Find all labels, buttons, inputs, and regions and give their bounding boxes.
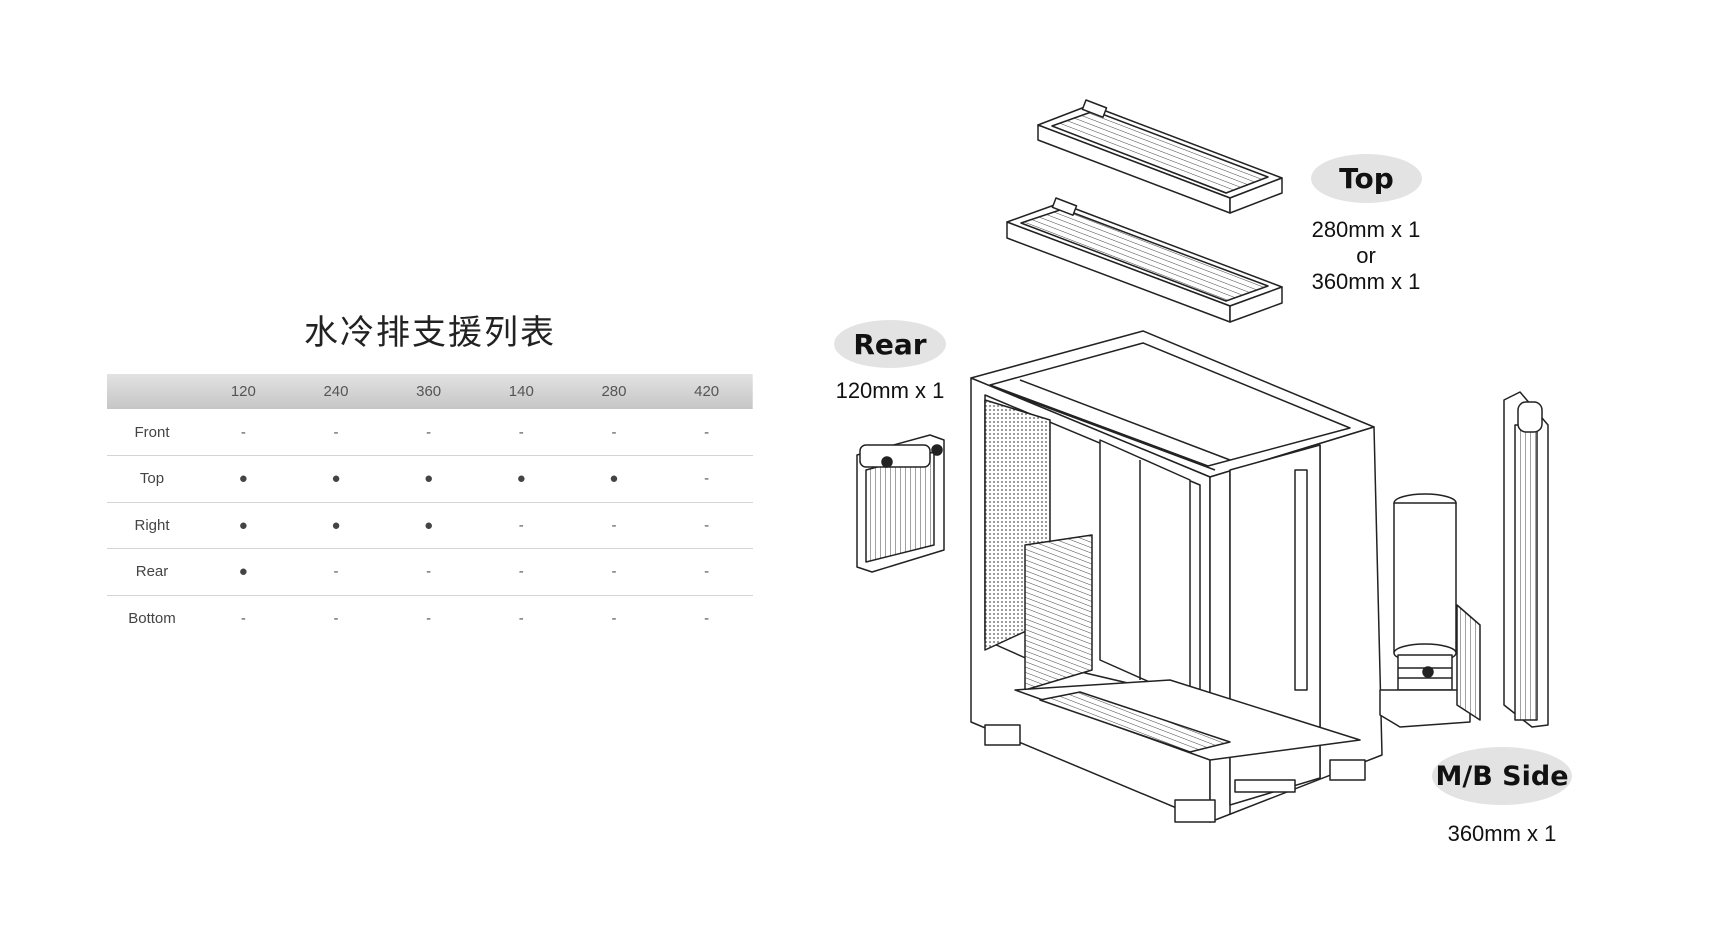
top-label-badge: Top (1311, 154, 1422, 203)
pc-case (970, 330, 1383, 823)
supported-cell: ● (238, 563, 248, 581)
row-label: Right (134, 516, 170, 534)
supported-cell: ● (424, 516, 434, 534)
unsupported-cell: - (426, 563, 432, 581)
header-cell: 120 (230, 383, 256, 400)
row-label: Top (139, 470, 165, 488)
table-row: Rear ● - - - - - (107, 549, 753, 595)
table-header-row: 120 240 360 140 280 420 (107, 374, 753, 409)
unsupported-cell: - (426, 423, 432, 441)
unsupported-cell: - (240, 610, 246, 627)
rear-radiator-120 (856, 434, 945, 573)
top-capacity-line2: or (1356, 243, 1376, 268)
pump-reservoir (1379, 493, 1481, 728)
unsupported-cell: - (518, 563, 524, 581)
supported-cell: ● (424, 470, 434, 488)
unsupported-cell: - (518, 610, 524, 627)
header-cell: 140 (508, 383, 534, 400)
unsupported-cell: - (333, 423, 339, 441)
mb-side-radiator-360 (1503, 391, 1549, 728)
supported-cell: ● (609, 470, 619, 488)
table-row: Top ● ● ● ● ● - (107, 456, 753, 502)
top-radiator-280 (1037, 99, 1283, 214)
top-capacity-line1: 280mm x 1 (1311, 217, 1421, 242)
unsupported-cell: - (704, 470, 710, 488)
page-title: 水冷排支援列表 (304, 313, 556, 353)
supported-cell: ● (331, 470, 341, 488)
unsupported-cell: - (333, 563, 339, 581)
mb-side-label-badge: M/B Side (1432, 747, 1572, 805)
supported-cell: ● (238, 470, 248, 488)
mb-side-capacity: 360mm x 1 (1447, 821, 1557, 846)
table-row: Bottom - - - - - - (107, 595, 753, 642)
unsupported-cell: - (518, 516, 524, 534)
table-row: Front - - - - - - (107, 409, 753, 456)
top-capacity: 280mm x 1 or 360mm x 1 (1266, 217, 1466, 295)
unsupported-cell: - (333, 610, 339, 627)
radiator-support-table: 120 240 360 140 280 420 Front - - - - - - Top ● ●… (107, 374, 753, 642)
rear-capacity: 120mm x 1 (835, 378, 945, 403)
unsupported-cell: - (704, 423, 710, 441)
rear-label-badge: Rear (834, 320, 946, 368)
row-label: Rear (135, 563, 169, 581)
unsupported-cell: - (704, 563, 710, 581)
unsupported-cell: - (426, 610, 432, 627)
row-label: Front (134, 423, 170, 441)
header-cell: 420 (694, 383, 720, 400)
top-radiator-360 (1006, 197, 1283, 323)
supported-cell: ● (331, 516, 341, 534)
unsupported-cell: - (611, 563, 617, 581)
unsupported-cell: - (518, 423, 524, 441)
header-cell: 280 (601, 383, 627, 400)
table-row: Right ● ● ● - - - (107, 502, 753, 549)
unsupported-cell: - (611, 516, 617, 534)
unsupported-cell: - (240, 423, 246, 441)
unsupported-cell: - (704, 516, 710, 534)
top-capacity-line3: 360mm x 1 (1311, 269, 1421, 294)
unsupported-cell: - (704, 610, 710, 627)
row-label: Bottom (128, 610, 176, 627)
unsupported-cell: - (611, 423, 617, 441)
unsupported-cell: - (611, 610, 617, 627)
supported-cell: ● (238, 516, 248, 534)
supported-cell: ● (516, 470, 526, 488)
header-cell: 360 (416, 383, 442, 400)
header-cell: 240 (323, 383, 349, 400)
